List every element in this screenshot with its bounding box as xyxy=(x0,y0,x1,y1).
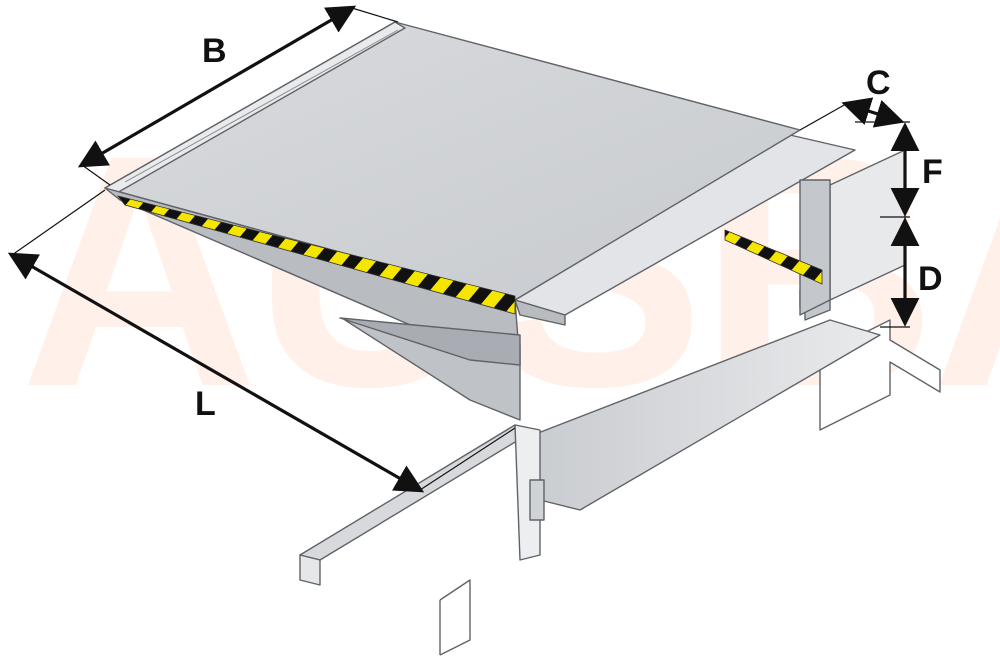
dim-label-b: B xyxy=(202,32,227,70)
deck-front-skirt xyxy=(799,179,831,316)
dim-label-l: L xyxy=(195,385,216,423)
near-wall xyxy=(514,424,541,561)
dim-arrow-c xyxy=(841,97,905,128)
extension-lines xyxy=(11,7,910,491)
dim-label-f: F xyxy=(922,153,943,191)
dimension-arrows xyxy=(7,5,920,493)
hazard-stripe-far xyxy=(724,229,823,285)
dim-arrow-b xyxy=(77,5,357,168)
hinge-block xyxy=(529,479,545,521)
dim-label-c: C xyxy=(866,64,891,102)
dim-arrow-l xyxy=(7,252,425,493)
foundation-lines xyxy=(439,579,471,656)
dimension-labels: B L C F D xyxy=(195,32,943,423)
near-kerb-front xyxy=(299,554,321,586)
dim-label-d: D xyxy=(918,260,943,298)
